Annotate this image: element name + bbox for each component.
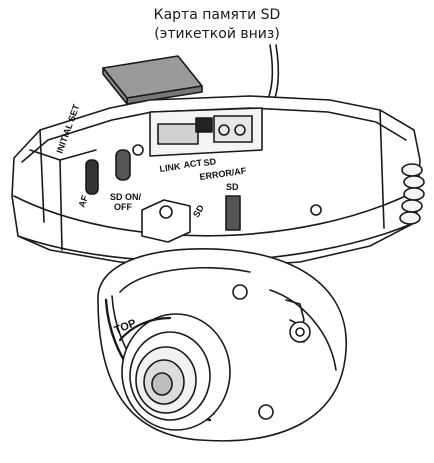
- label-link: LINK: [159, 161, 182, 174]
- camera-lens: [118, 313, 231, 431]
- switch-panel: [85, 144, 144, 195]
- label-sd-slot: SD: [226, 182, 239, 192]
- label-af: AF: [76, 194, 90, 209]
- callout-line-2: (этикеткой вниз): [154, 26, 280, 42]
- label-sd-off: OFF: [114, 202, 132, 212]
- sd-card: [102, 55, 203, 105]
- connector-block: [149, 107, 263, 157]
- callout-line-1: Карта памяти SD: [153, 7, 281, 23]
- bracket: [141, 195, 322, 243]
- camera-base: [11, 95, 421, 269]
- label-act: ACT: [183, 157, 203, 170]
- label-sd-on: SD ON/: [110, 192, 142, 202]
- label-sd: SD: [203, 156, 217, 168]
- sd-card-callout: Карта памяти SD (этикеткой вниз): [0, 6, 434, 44]
- cooling-fins: [399, 163, 425, 225]
